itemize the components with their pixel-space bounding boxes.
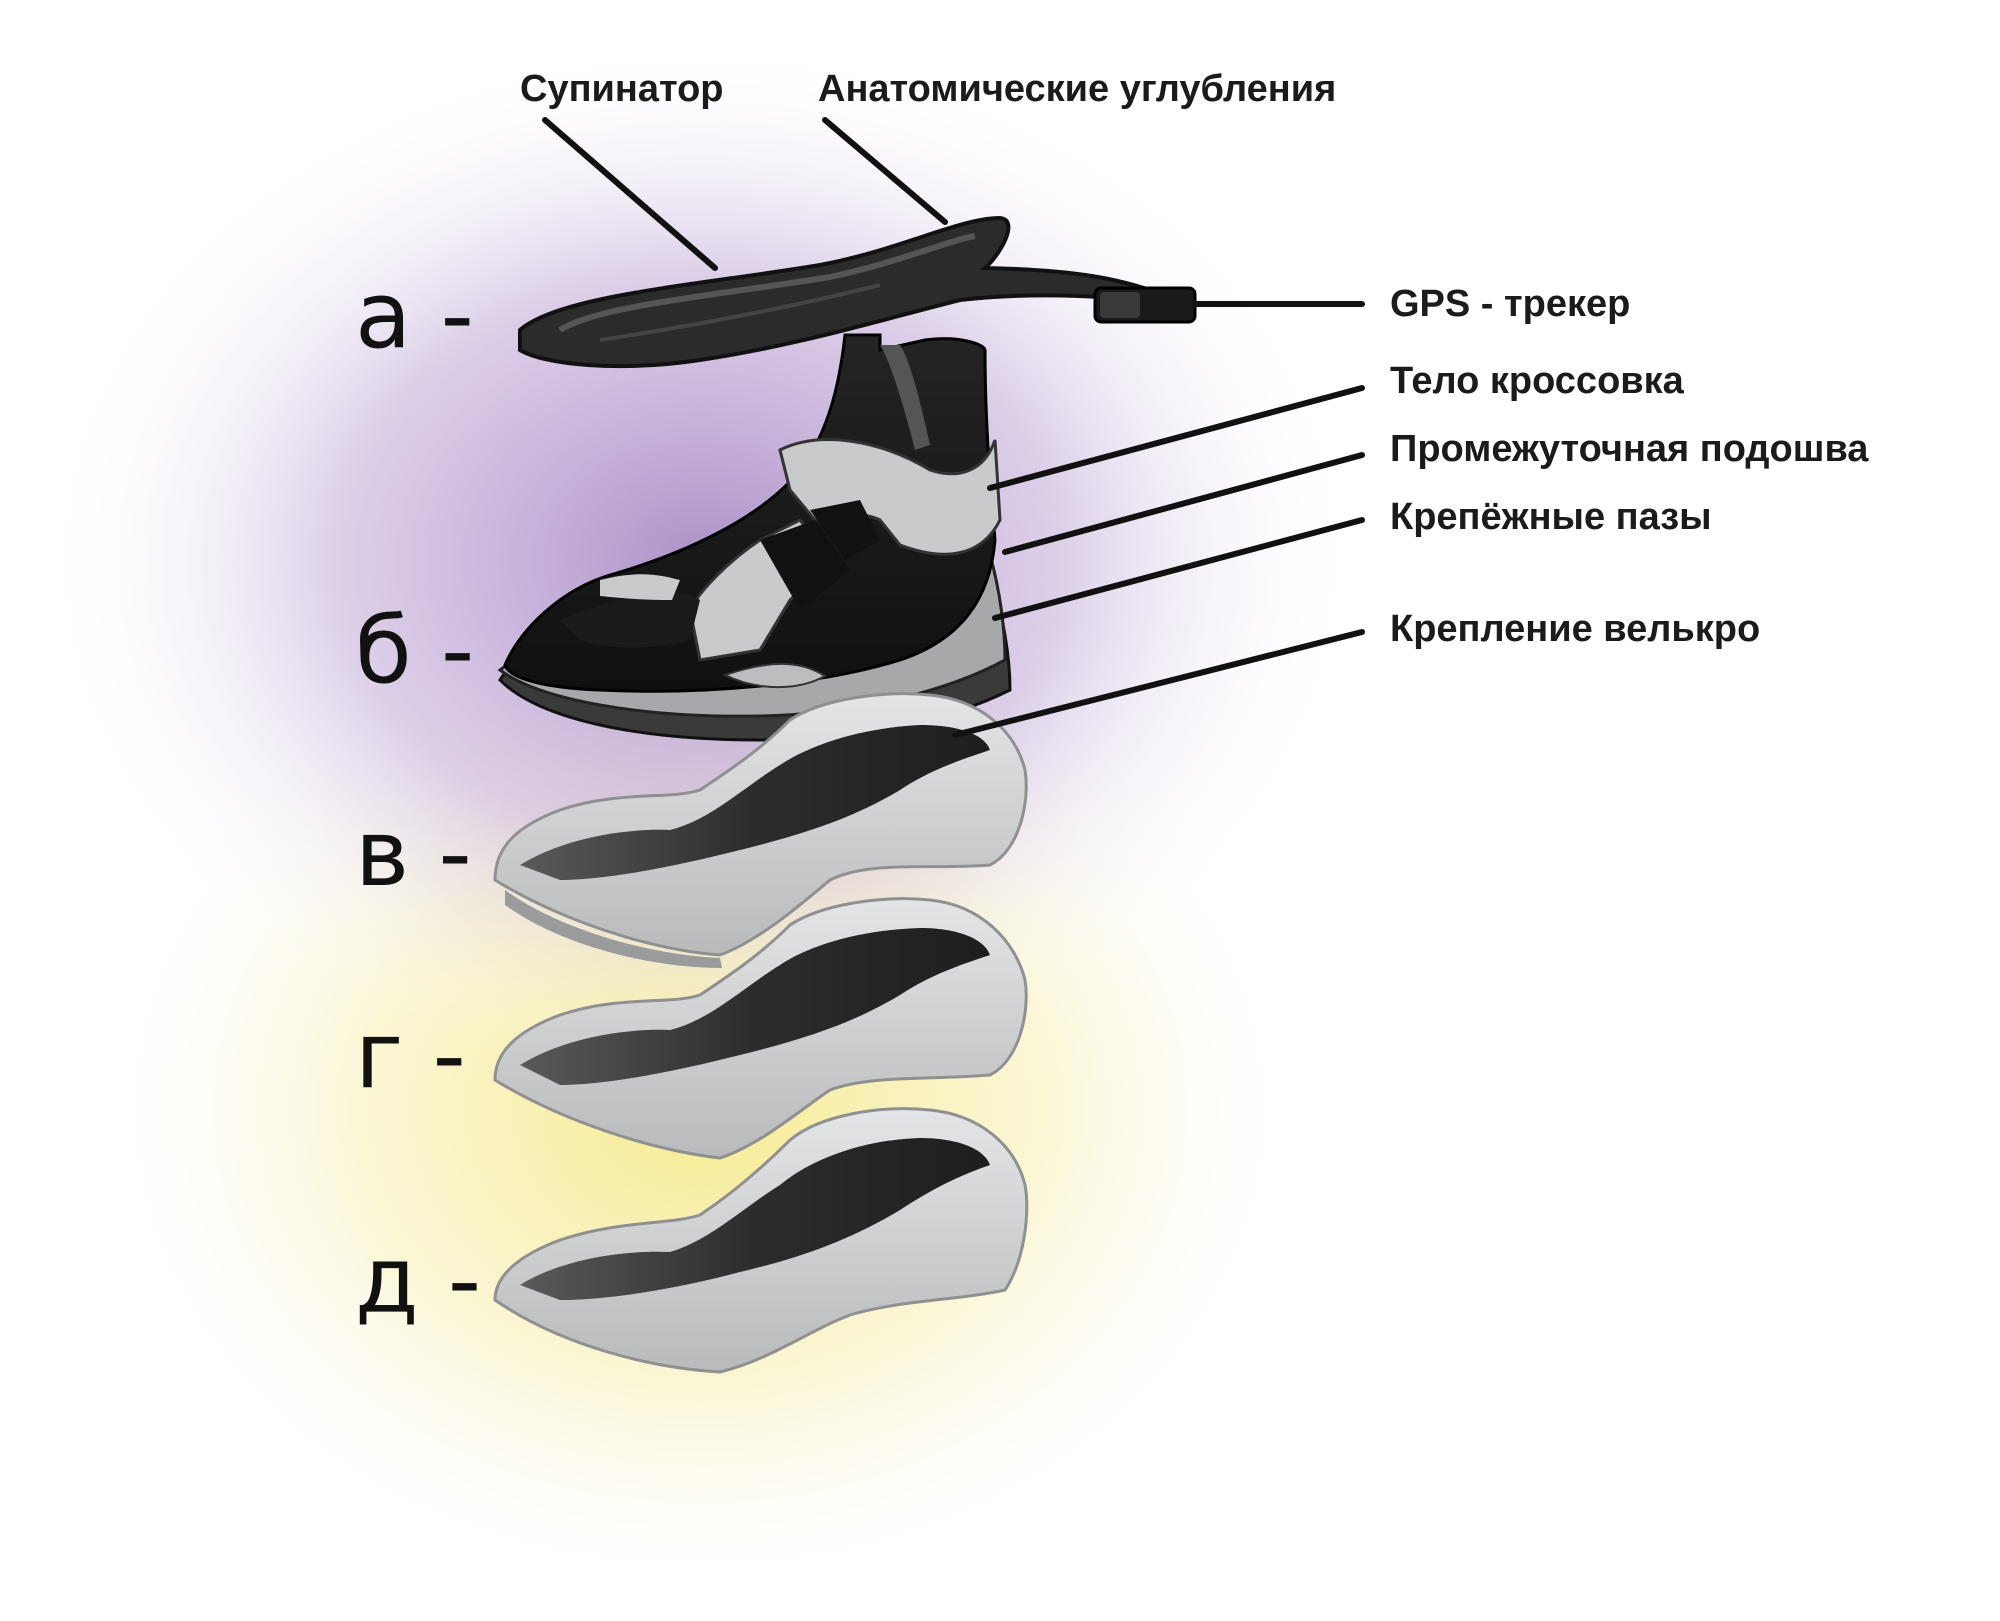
layer-label-b: б - [355, 597, 475, 704]
label-gps-tracker: GPS - трекер [1390, 283, 1631, 325]
label-midsole: Промежуточная подошва [1390, 428, 1869, 470]
gps-tracker [1093, 286, 1197, 324]
label-anatomical-recesses: Анатомические углубления [818, 68, 1337, 110]
sole-layer-d [493, 1107, 1029, 1374]
leader-slots [992, 517, 1365, 621]
sole-layer-g [493, 897, 1028, 1160]
layer-label-d: д - [355, 1227, 482, 1334]
label-velcro-fastening: Крепление велькро [1390, 608, 1761, 650]
insole [518, 215, 1152, 369]
leader-supinator [542, 117, 718, 271]
label-supinator: Супинатор [520, 68, 724, 110]
layer-label-g: г - [355, 1002, 466, 1109]
layer-label-a: а - [355, 262, 474, 369]
leader-lines [542, 117, 1365, 738]
label-sneaker-body: Тело кроссовка [1390, 360, 1684, 402]
leader-anatomical [822, 117, 948, 225]
layer-label-v: в - [355, 800, 472, 907]
sneaker-body [497, 333, 1012, 742]
sole-layer-v [493, 692, 1028, 968]
label-mounting-slots: Крепёжные пазы [1390, 496, 1712, 538]
leader-body [987, 385, 1365, 491]
leader-midsole [1002, 452, 1365, 555]
leader-velcro [952, 629, 1365, 738]
